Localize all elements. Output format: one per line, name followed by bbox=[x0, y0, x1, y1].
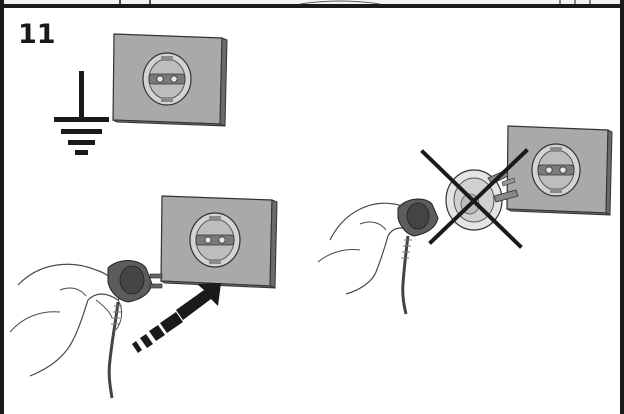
wall-socket-right bbox=[507, 126, 612, 215]
wall-socket-bottom-left bbox=[161, 196, 277, 288]
wall-socket-top bbox=[113, 34, 227, 126]
step-number: 11 bbox=[18, 20, 56, 50]
